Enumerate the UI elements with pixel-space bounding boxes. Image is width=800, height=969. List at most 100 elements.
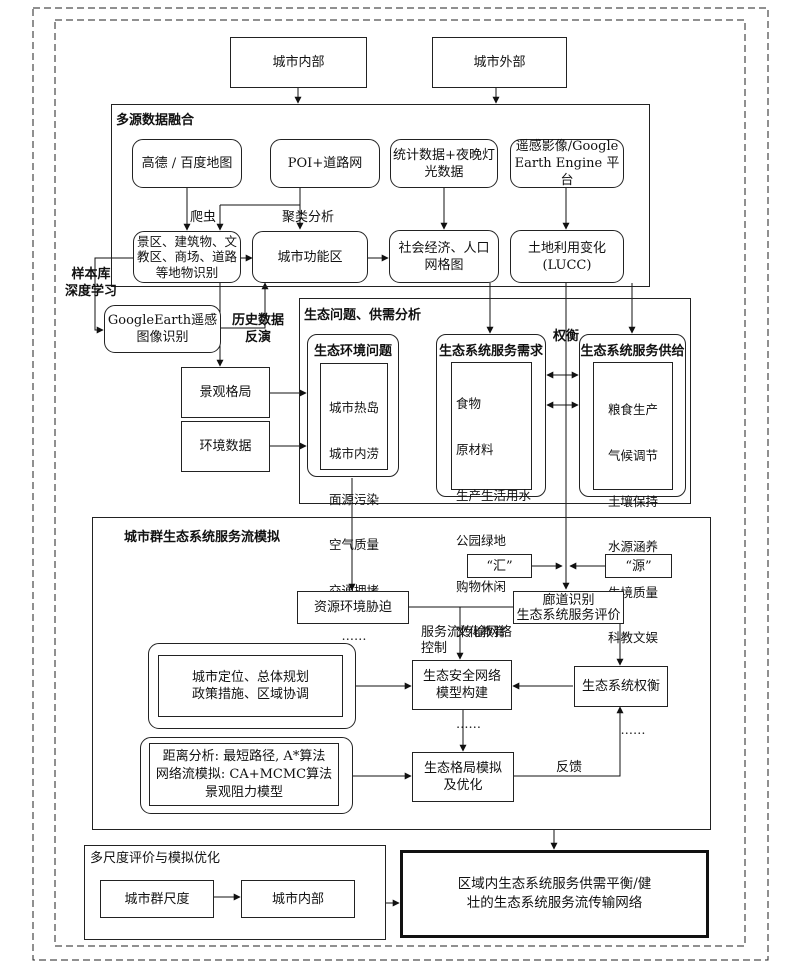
env-problem-box: [307, 334, 399, 477]
sample-line-2: 深度学习: [65, 284, 118, 299]
supply-item: 气候调节: [607, 448, 658, 464]
supply-title: 生态系统服务供给: [580, 344, 685, 359]
env-item: 空气质量: [328, 537, 379, 553]
control-line-2: 控制: [421, 641, 448, 656]
stats-line-1: 统计数据+夜晚灯: [393, 147, 495, 163]
demand-box: [436, 334, 546, 497]
flow-section: [92, 517, 711, 830]
stats-line-2: 光数据: [424, 164, 464, 180]
pattern-line-2: 及优化: [443, 778, 483, 793]
network-box: 生态安全网络 模型构建: [412, 660, 512, 710]
pattern-line-1: 生态格局模拟: [423, 761, 502, 776]
outer-dashed-frame: [32, 7, 769, 961]
methods-line-2: 网络流模拟: CA+MCMC算法: [155, 766, 333, 782]
demand-item: 生产生活用水: [456, 487, 532, 503]
multi-section: [84, 845, 386, 940]
corridor-line-1: 廊道识别: [542, 592, 595, 608]
result-line-1: 区域内生态系统服务供需平衡/健: [457, 876, 652, 892]
gearth-box: GoogleEarth遥感 图像识别: [104, 305, 221, 353]
demand-item: 原材料: [456, 442, 494, 458]
gearth-line-1: GoogleEarth遥感: [107, 313, 218, 328]
gearth-line-2: 图像识别: [136, 330, 189, 345]
history-label: 历史数据 反演: [232, 312, 284, 346]
sink-box: “汇”: [467, 554, 532, 578]
demand-title: 生态系统服务需求: [438, 344, 543, 359]
city-internal-box: 城市内部: [241, 880, 355, 918]
env-item: 城市热岛: [328, 400, 379, 416]
corridor-line-2: 生态系统服务评价: [516, 607, 621, 623]
cluster-label: 聚类分析: [282, 210, 335, 225]
socio-line-2: 网格图: [424, 257, 464, 273]
policy-box: 城市定位、总体规划 政策措施、区域协调: [158, 655, 343, 717]
rs-line-2: Earth Engine 平台: [514, 156, 620, 188]
demand-list-frame: [451, 362, 532, 490]
inner-dashed-frame: [54, 19, 746, 947]
socio-box: 社会经济、人口 网格图: [389, 230, 499, 283]
demand-item: 文化教育: [456, 624, 507, 640]
env-item: 面源污染: [328, 491, 379, 507]
history-line-1: 历史数据: [232, 313, 285, 328]
sample-label: 样本库 深度学习: [65, 266, 117, 300]
ident-box: 景区、建筑物、文 教区、商场、道路 等地物识别: [133, 231, 241, 283]
eco-section: [299, 298, 691, 504]
rs-box: 遥感影像/Google Earth Engine 平台: [510, 139, 624, 188]
arrow-sample-gearth: [94, 257, 133, 334]
fusion-section: [111, 104, 650, 287]
lucc-line-2: (LUCC): [542, 257, 592, 273]
multi-title: 多尺度评价与模拟优化: [90, 851, 221, 866]
eco-tradeoff-box: 生态系统权衡: [574, 666, 668, 707]
env-problem-title: 生态环境问题: [313, 344, 392, 359]
func-box: 城市功能区: [252, 231, 368, 283]
control-line-1: 服务流传输网络: [421, 625, 513, 640]
arrow-cluster-func: [220, 188, 300, 229]
corridor-box: 廊道识别 生态系统服务评价: [513, 591, 624, 624]
supply-item: 水源涵养: [607, 539, 658, 555]
rs-line-1: 遥感影像/Google: [515, 139, 619, 154]
arrow-history: [221, 282, 269, 329]
stress-box: 资源环境胁迫: [297, 591, 409, 624]
pattern-box: 生态格局模拟 及优化: [412, 752, 514, 802]
socio-line-1: 社会经济、人口: [398, 240, 490, 256]
history-line-2: 反演: [245, 330, 272, 345]
result-box: 区域内生态系统服务供需平衡/健 壮的生态系统服务流传输网络: [400, 850, 709, 938]
sample-line-1: 样本库: [71, 267, 111, 282]
supply-item: 土壤保持: [607, 493, 658, 509]
tradeoff-label: 权衡: [553, 329, 580, 344]
gaode-box: 高德 / 百度地图: [132, 139, 242, 188]
env-item: 城市内涝: [328, 446, 379, 462]
crawler-label: 爬虫: [190, 210, 217, 225]
flow-title: 城市群生态系统服务流模拟: [124, 530, 281, 545]
envdata-box: 环境数据: [181, 421, 270, 472]
stats-box: 统计数据+夜晚灯 光数据: [390, 139, 498, 188]
supply-item: 科教文娱: [607, 630, 658, 646]
group-scale-box: 城市群尺度: [100, 880, 214, 918]
policy-line-1: 城市定位、总体规划: [191, 670, 309, 685]
methods-line-1: 距离分析: 最短路径, A*算法: [162, 748, 326, 764]
ident-line-3: 等地物识别: [155, 264, 219, 280]
supply-list-frame: [593, 362, 673, 490]
demand-item: 食物: [456, 396, 482, 412]
env-item: ……: [341, 628, 367, 644]
demand-item: 公园绿地: [456, 533, 507, 549]
source-box: “源”: [605, 554, 672, 578]
fusion-title: 多源数据融合: [116, 113, 195, 128]
methods-line-3: 景观阻力模型: [204, 784, 283, 800]
poi-box: POI+道路网: [270, 139, 380, 188]
arrow-feedback: [514, 706, 624, 777]
network-line-1: 生态安全网络: [422, 669, 501, 684]
demand-item: ……: [456, 715, 481, 731]
eco-title: 生态问题、供需分析: [304, 308, 422, 323]
methods-box: 距离分析: 最短路径, A*算法 网络流模拟: CA+MCMC算法 景观阻力模型: [149, 743, 339, 806]
ident-line-2: 教区、商场、道路: [136, 249, 237, 265]
ident-line-1: 景区、建筑物、文: [136, 233, 237, 249]
supply-item: 粮食生产: [607, 402, 658, 418]
lucc-box: 土地利用变化 (LUCC): [510, 230, 624, 283]
demand-item: 购物休闲: [456, 578, 507, 594]
env-problem-list: 城市热岛 城市内涝 面源污染 空气质量 交通拥堵 ……: [320, 370, 388, 659]
supply-item: ……: [620, 721, 646, 737]
internal-box: 城市内部: [230, 37, 367, 88]
policy-line-2: 政策措施、区域协调: [191, 687, 309, 702]
network-line-2: 模型构建: [435, 686, 488, 701]
